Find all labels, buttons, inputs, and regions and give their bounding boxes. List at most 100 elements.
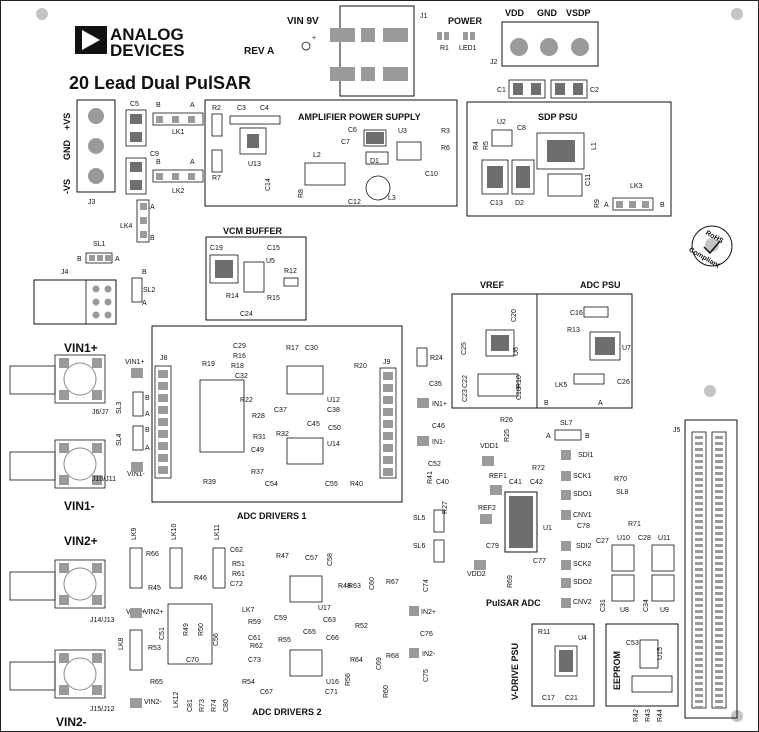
j8-pin bbox=[158, 466, 168, 474]
vref-adc-psu-outline bbox=[451, 293, 633, 409]
j5-pin bbox=[715, 538, 723, 541]
j5-pin bbox=[715, 694, 723, 697]
svg-text:C35: C35 bbox=[429, 381, 442, 388]
svg-text:R71: R71 bbox=[628, 521, 641, 528]
svg-text:R72: R72 bbox=[532, 465, 545, 472]
svg-text:C17: C17 bbox=[542, 695, 555, 702]
svg-text:A: A bbox=[142, 300, 147, 307]
j5-pin bbox=[695, 520, 703, 523]
svg-text:C53: C53 bbox=[626, 640, 639, 647]
j9-pin bbox=[383, 372, 393, 380]
j5-pin bbox=[715, 442, 723, 445]
svg-text:C75: C75 bbox=[423, 669, 430, 682]
svg-text:A: A bbox=[150, 204, 155, 211]
svg-text:J9: J9 bbox=[383, 359, 391, 366]
j8-pin bbox=[158, 418, 168, 426]
j5-pin bbox=[695, 676, 703, 679]
svg-text:U3: U3 bbox=[398, 128, 407, 135]
svg-text:R45: R45 bbox=[148, 585, 161, 592]
svg-text:U5: U5 bbox=[266, 258, 275, 265]
svg-text:LK12: LK12 bbox=[173, 692, 180, 708]
j5-pin bbox=[695, 568, 703, 571]
svg-text:U10: U10 bbox=[617, 535, 630, 542]
svg-text:U1: U1 bbox=[543, 525, 552, 532]
svg-text:A: A bbox=[190, 159, 195, 166]
svg-text:B: B bbox=[145, 427, 150, 434]
svg-text:C62: C62 bbox=[230, 547, 243, 554]
svg-text:C40: C40 bbox=[436, 479, 449, 486]
j5-pin bbox=[695, 604, 703, 607]
digital-test-point bbox=[561, 541, 571, 551]
svg-text:C27: C27 bbox=[596, 538, 609, 545]
j5-pin bbox=[695, 454, 703, 457]
svg-text:R65: R65 bbox=[150, 679, 163, 686]
svg-text:R43: R43 bbox=[645, 709, 652, 722]
svg-text:R20: R20 bbox=[354, 363, 367, 370]
svg-text:SL5: SL5 bbox=[413, 515, 426, 522]
svg-text:IN2+: IN2+ bbox=[421, 609, 436, 616]
j5-pin bbox=[715, 676, 723, 679]
j5-pin bbox=[695, 448, 703, 451]
gnd-label: GND bbox=[537, 8, 558, 18]
analog-devices-logo: ANALOG DEVICES bbox=[75, 25, 185, 60]
j5-pin bbox=[715, 436, 723, 439]
j5-pin bbox=[715, 670, 723, 673]
j9-pin bbox=[383, 468, 393, 476]
terminal-j3 bbox=[76, 99, 116, 193]
svg-text:IN2-: IN2- bbox=[422, 651, 436, 658]
j5-pin bbox=[715, 568, 723, 571]
svg-text:U16: U16 bbox=[326, 679, 339, 686]
svg-text:R68: R68 bbox=[386, 653, 399, 660]
j5-pin bbox=[695, 640, 703, 643]
svg-text:VIN2+: VIN2+ bbox=[144, 609, 164, 616]
svg-text:R3: R3 bbox=[441, 128, 450, 135]
svg-text:SL8: SL8 bbox=[616, 489, 629, 496]
vdd-label: VDD bbox=[505, 8, 525, 18]
svg-text:R10: R10 bbox=[516, 375, 523, 388]
svg-text:C69: C69 bbox=[376, 657, 383, 670]
svg-text:LK2: LK2 bbox=[172, 188, 185, 195]
svg-text:R12: R12 bbox=[284, 268, 297, 275]
j5-pin bbox=[715, 550, 723, 553]
svg-text:C16: C16 bbox=[570, 310, 583, 317]
j5-pin bbox=[695, 580, 703, 583]
svg-text:C22: C22 bbox=[462, 375, 469, 388]
svg-text:R52: R52 bbox=[355, 623, 368, 630]
svg-text:A: A bbox=[546, 433, 551, 440]
svg-text:R22: R22 bbox=[240, 397, 253, 404]
j5-pin bbox=[695, 514, 703, 517]
svg-text:C1: C1 bbox=[497, 87, 506, 94]
svg-text:REF1: REF1 bbox=[489, 473, 507, 480]
svg-text:VDD1: VDD1 bbox=[480, 443, 499, 450]
vin1-minus-label: VIN1- bbox=[64, 499, 95, 513]
svg-text:U2: U2 bbox=[497, 119, 506, 126]
j5-pin bbox=[695, 592, 703, 595]
j5-pin bbox=[695, 538, 703, 541]
svg-text:R8: R8 bbox=[298, 189, 305, 198]
svg-text:U6: U6 bbox=[513, 347, 520, 356]
svg-text:LK1: LK1 bbox=[172, 129, 185, 136]
mounting-hole bbox=[704, 385, 716, 397]
svg-text:C19: C19 bbox=[210, 245, 223, 252]
svg-text:A: A bbox=[190, 102, 195, 109]
svg-text:J10/J11: J10/J11 bbox=[92, 476, 116, 483]
svg-text:C71: C71 bbox=[325, 689, 338, 696]
j5-pin bbox=[715, 622, 723, 625]
svg-text:R16: R16 bbox=[233, 353, 246, 360]
j5-pin bbox=[715, 628, 723, 631]
svg-text:C23: C23 bbox=[462, 389, 469, 402]
j8-pin bbox=[158, 406, 168, 414]
j5-pin bbox=[715, 598, 723, 601]
svg-text:R7: R7 bbox=[212, 175, 221, 182]
svg-text:C3: C3 bbox=[237, 105, 246, 112]
j5-pin bbox=[715, 472, 723, 475]
j5-pin bbox=[715, 526, 723, 529]
svg-text:C60: C60 bbox=[369, 577, 376, 590]
dc-jack-j1 bbox=[339, 5, 415, 97]
svg-text:L2: L2 bbox=[313, 152, 321, 159]
j5-pin bbox=[715, 490, 723, 493]
svg-text:C50: C50 bbox=[328, 425, 341, 432]
svg-text:U17: U17 bbox=[318, 605, 331, 612]
j9-pin bbox=[383, 432, 393, 440]
eeprom-label: EEPROM bbox=[612, 651, 622, 690]
